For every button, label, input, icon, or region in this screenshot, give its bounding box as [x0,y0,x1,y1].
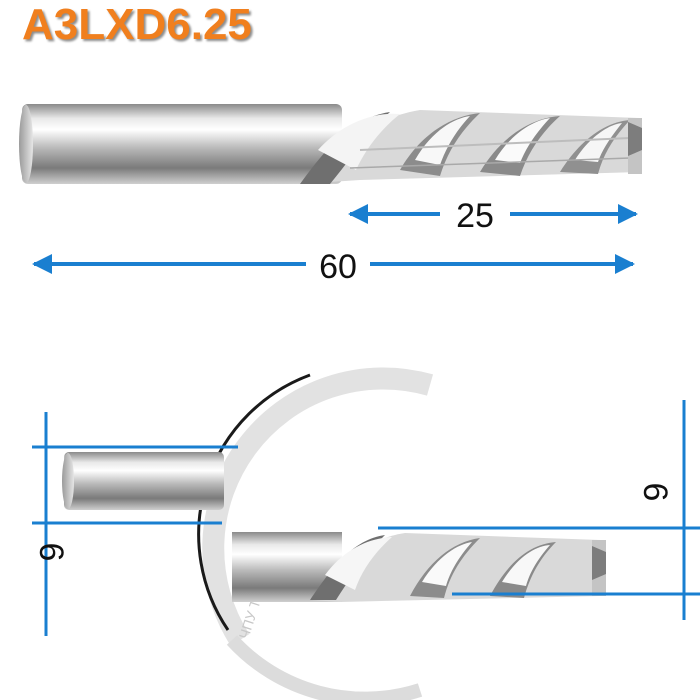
total-length-dimension: 60 [32,248,635,286]
flute-length-label: 25 [456,197,494,235]
shank-diameter-label: 6 [32,543,70,562]
shank-end [19,105,33,183]
total-length-label: 60 [319,248,357,286]
shank-detail [62,452,224,510]
tool-flutes [300,110,642,184]
shank-diameter-dimension: 6 [32,412,238,636]
flute-length-dimension: 25 [348,197,638,235]
cutting-diameter-label: 6 [636,483,674,502]
cutting-diameter-dimension: 6 [378,400,700,620]
end-mill-side-view [19,104,642,184]
tool-shank [22,104,342,184]
product-code-title: A3LXD6.25 [22,0,252,49]
cutting-part-detail [232,532,606,602]
